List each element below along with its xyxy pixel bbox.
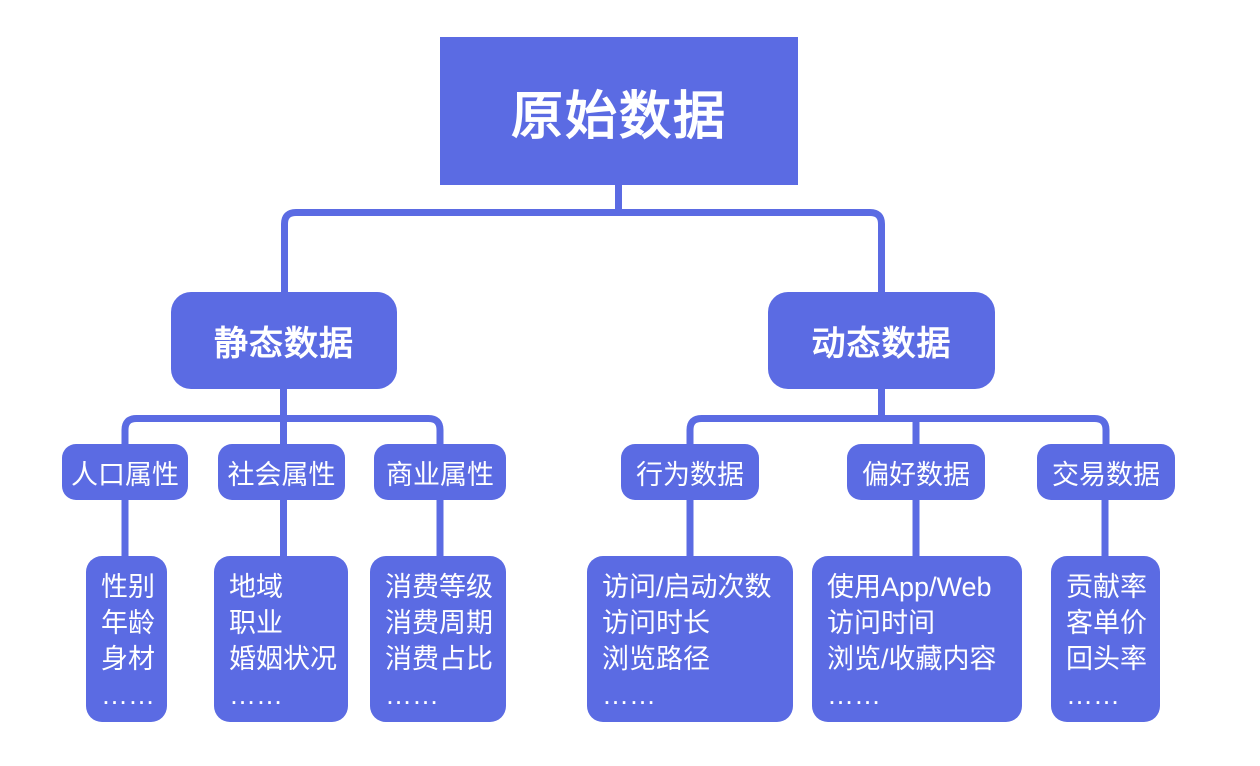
leaf-item: 消费周期 — [385, 608, 493, 638]
category-node-label: 交易数据 — [1052, 459, 1160, 490]
leaf-node-social: 地域 职业 婚姻状况 …… — [214, 556, 348, 722]
category-node-demographic: 人口属性 — [62, 444, 188, 500]
leaf-item-ellipsis: …… — [1066, 680, 1120, 710]
leaf-item: 消费等级 — [385, 572, 493, 602]
leaf-item: 职业 — [229, 608, 283, 638]
leaf-item: 婚姻状况 — [229, 644, 337, 674]
branch-node-label: 静态数据 — [214, 325, 354, 363]
leaf-item: 性别 — [101, 572, 155, 602]
category-node-behavior: 行为数据 — [621, 444, 759, 500]
root-node: 原始数据 — [440, 37, 798, 185]
category-node-label: 社会属性 — [227, 459, 336, 490]
leaf-item: 身材 — [101, 644, 155, 674]
leaf-item-ellipsis: …… — [602, 680, 656, 710]
connector-dynamic-bar — [686, 415, 1110, 445]
category-node-social: 社会属性 — [218, 444, 345, 500]
leaf-item: 浏览/收藏内容 — [827, 644, 997, 674]
branch-node-label: 动态数据 — [811, 325, 952, 363]
leaf-item: 年龄 — [101, 608, 155, 638]
category-node-commercial: 商业属性 — [374, 444, 506, 500]
leaf-item: 回头率 — [1066, 644, 1147, 674]
leaf-item: 消费占比 — [385, 644, 493, 674]
leaf-node-transaction: 贡献率 客单价 回头率 …… — [1051, 556, 1160, 722]
root-node-label: 原始数据 — [510, 87, 727, 146]
leaf-node-preference: 使用App/Web 访问时间 浏览/收藏内容 …… — [812, 556, 1022, 722]
leaf-node-commercial: 消费等级 消费周期 消费占比 …… — [370, 556, 506, 722]
category-node-preference: 偏好数据 — [847, 444, 985, 500]
leaf-item: 访问/启动次数 — [602, 572, 772, 602]
leaf-item-ellipsis: …… — [827, 680, 881, 710]
category-node-label: 商业属性 — [386, 459, 494, 490]
branch-node-static: 静态数据 — [171, 292, 397, 389]
leaf-item: 访问时长 — [602, 608, 710, 638]
category-node-label: 行为数据 — [636, 459, 744, 490]
connector-top-bar — [281, 209, 885, 292]
leaf-item: 访问时间 — [827, 608, 935, 638]
category-node-label: 偏好数据 — [862, 459, 970, 490]
connector-static-bar — [121, 415, 444, 445]
leaf-item: 贡献率 — [1066, 572, 1147, 602]
leaf-item-ellipsis: …… — [385, 680, 439, 710]
category-node-transaction: 交易数据 — [1037, 444, 1175, 500]
leaf-item: 使用App/Web — [827, 572, 992, 602]
branch-node-dynamic: 动态数据 — [768, 292, 995, 389]
leaf-item-ellipsis: …… — [229, 680, 283, 710]
leaf-item-ellipsis: …… — [101, 680, 155, 710]
leaf-item: 客单价 — [1066, 608, 1147, 638]
leaf-item: 地域 — [229, 572, 283, 602]
category-node-label: 人口属性 — [71, 459, 179, 490]
leaf-item: 浏览路径 — [602, 644, 710, 674]
leaf-node-demographic: 性别 年龄 身材 …… — [86, 556, 167, 722]
leaf-node-behavior: 访问/启动次数 访问时长 浏览路径 …… — [587, 556, 793, 722]
